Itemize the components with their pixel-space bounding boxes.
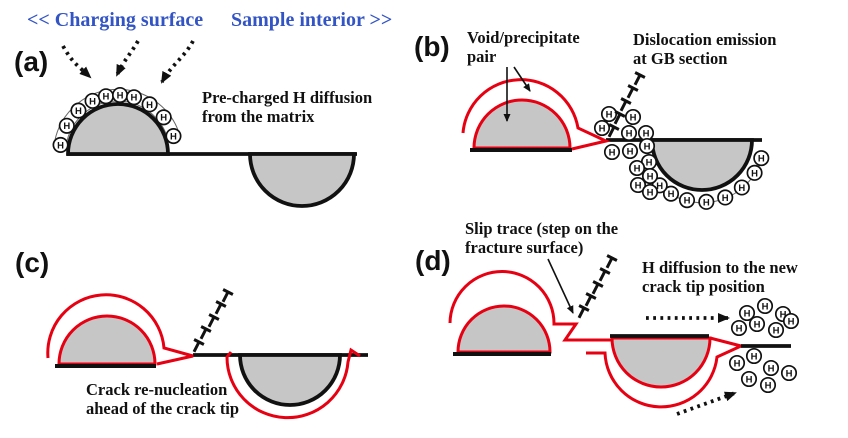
panel-c-dislocations [187,288,235,356]
h-atom-icon [600,105,618,123]
void-precipitate-label: Void/precipitate pair [467,28,580,66]
h-atom-icon [678,192,696,209]
h-diffusion-label: H diffusion to the new crack tip positio… [642,258,798,296]
panel-c-letter: (c) [15,247,50,278]
h-atom-icon [748,315,766,333]
panel-a-surface-void [66,102,170,156]
dislocation-icon [621,84,640,102]
h-atom-icon [733,179,750,196]
dislocation-icon [572,304,591,322]
h-atom-icon [745,347,763,365]
panel-d-lower-crack-outline [586,344,742,409]
panel-d-void-dome [456,304,552,354]
panel-d-interior-void [610,336,712,389]
h-atom-icon [756,297,774,315]
h-diffusion-arrow-2 [676,391,737,416]
h-atom-icon [717,189,734,206]
h-atom-icon [698,193,715,210]
h-atom-icon [780,364,798,382]
panel-a-caption: Pre-charged H diffusion from the matrix [202,88,373,126]
h-atom-icon [638,137,656,155]
h-atom-icon [740,370,758,388]
panel-b-void-dome [472,98,572,150]
h-atom-icon [165,127,182,145]
h-atom-icon [52,136,69,153]
h-charging-arrow-2 [115,40,140,77]
slip-trace-arrow [547,258,574,314]
panel-c-crack-outline [46,293,194,366]
panel-c-drawing [46,288,368,420]
h-atom-icon [141,96,158,113]
panel-d-upper-crack-outline [448,270,611,342]
h-charging-arrow-3 [160,40,195,84]
charging-surface-label: << Charging surface [27,9,204,31]
h-atom-icon [70,102,87,119]
panel-c-interior-void [238,353,342,407]
h-atom-icon [620,124,638,142]
h-atom-icon [628,159,646,177]
panel-d-drawing [448,254,800,416]
panel-a-letter: (a) [14,46,49,77]
h-atom-icon [155,109,172,126]
panel-d-h-atoms-below [728,347,798,394]
sample-interior-label: Sample interior >> [231,9,393,31]
h-atom-icon [753,150,770,167]
panel-b-h-atoms-cluster [593,105,659,201]
panel-c-caption: Crack re-nucleation ahead of the crack t… [86,380,240,418]
h-atom-icon [728,354,746,372]
panel-d-dislocations [572,254,619,322]
panel-c-renucleated-crack [225,347,361,420]
dislocation-icon [209,300,228,318]
dislocation-icon [187,338,206,356]
void-pair-arrow-2 [513,66,531,92]
panel-b-drawing [461,66,770,210]
h-atom-icon [782,312,800,330]
h-atom-icon [762,359,780,377]
dislocation-icon [194,325,213,343]
dislocation-icon [628,71,647,89]
h-atom-icon [730,319,748,337]
panel-d-h-atoms-above [730,297,800,339]
h-atom-icon [593,119,611,137]
h-atom-icon [97,88,114,105]
panel-d-letter: (d) [415,245,451,276]
h-atom-icon [125,89,143,106]
h-atom-icon [767,321,785,339]
panel-b-crack-outline [461,78,611,151]
h-charging-arrow-1 [61,45,92,79]
panel-a-interior-void [248,152,356,208]
h-atom-icon [603,143,621,161]
slip-trace-label: Slip trace (step on the fracture surface… [465,219,619,257]
h-atom-icon [58,117,75,134]
dislocation-emission-label: Dislocation emission at GB section [633,30,777,68]
dislocation-icon [600,254,619,272]
dislocation-icon [202,313,221,331]
panel-a-drawing [52,40,357,208]
panel-c-void-dome [57,314,157,366]
h-atom-icon [111,86,129,104]
h-atom-icon [84,92,101,109]
h-atom-icon [621,142,639,160]
h-atom-icon [641,183,659,201]
panel-d-cracktip-upper [709,336,742,348]
h-atom-icon [624,108,642,126]
panel-b-interior-void [650,138,754,192]
dislocation-icon [593,267,612,285]
panel-b-letter: (b) [414,31,450,62]
h-atom-icon [746,164,763,181]
h-atom-icon [759,376,777,394]
